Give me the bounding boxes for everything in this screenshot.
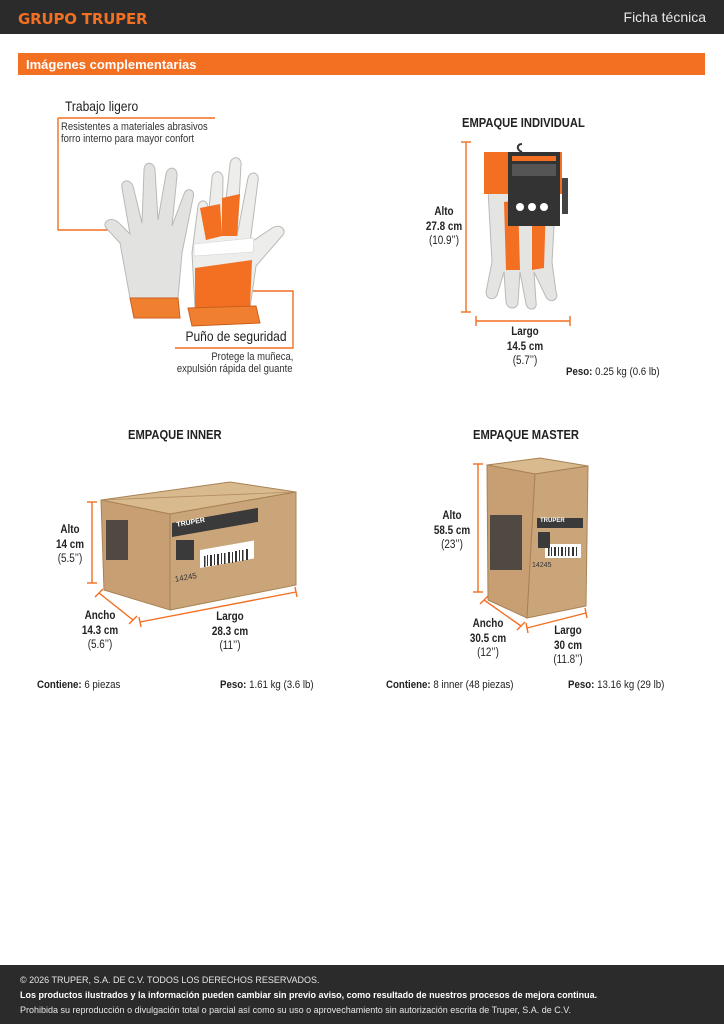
footer-copyright: © 2026 TRUPER, S.A. DE C.V. TODOS LOS DE… bbox=[20, 975, 320, 985]
section-header: Imágenes complementarias bbox=[18, 53, 705, 75]
individual-weight: Peso: 0.25 kg (0.6 lb) bbox=[566, 366, 660, 378]
feature-title-light-work: Trabajo ligero bbox=[65, 98, 139, 114]
footer: © 2026 TRUPER, S.A. DE C.V. TODOS LOS DE… bbox=[0, 965, 724, 1024]
section-title: Imágenes complementarias bbox=[26, 57, 197, 72]
master-weight: Peso: 13.16 kg (29 lb) bbox=[568, 679, 665, 691]
feature-title-safety-cuff: Puño de seguridad bbox=[185, 328, 287, 344]
brand-logo: GRUPO TRUPER bbox=[18, 10, 148, 28]
inner-length-label: Largo 28.3 cm (11’’) bbox=[211, 611, 249, 652]
footer-prohibition: Prohibida su reproducción o divulgación … bbox=[20, 1005, 571, 1015]
gloves-image bbox=[104, 157, 285, 327]
inner-height-label: Alto 14 cm (5.5’’) bbox=[55, 524, 85, 565]
inner-heading: EMPAQUE INNER bbox=[128, 427, 222, 442]
inner-width-label: Ancho 14.3 cm (5.6’’) bbox=[81, 610, 119, 651]
master-box-code: 14245 bbox=[532, 562, 552, 569]
individual-height-label: Alto 27.8 cm (10.9’’) bbox=[425, 206, 463, 247]
inner-weight: Peso: 1.61 kg (3.6 lb) bbox=[220, 679, 314, 691]
feature-desc-light-work-line1: Resistentes a materiales abrasivos bbox=[61, 121, 208, 133]
feature-desc-light-work-line2: forro interno para mayor confort bbox=[61, 133, 195, 145]
individual-length-label: Largo 14.5 cm (5.7’’) bbox=[506, 326, 544, 367]
individual-heading: EMPAQUE INDIVIDUAL bbox=[462, 115, 585, 130]
master-heading: EMPAQUE MASTER bbox=[473, 427, 580, 442]
master-length-label: Largo 30 cm (11.8’’) bbox=[553, 625, 583, 666]
document-title: Ficha técnica bbox=[623, 9, 706, 25]
top-bar: GRUPO TRUPER Ficha técnica bbox=[0, 0, 724, 34]
feature-desc-safety-cuff-line2: expulsión rápida del guante bbox=[177, 363, 293, 375]
master-height-label: Alto 58.5 cm (23’’) bbox=[433, 510, 471, 551]
feature-desc-safety-cuff-line1: Protege la muñeca, bbox=[210, 351, 293, 363]
master-width-label: Ancho 30.5 cm (12’’) bbox=[469, 618, 507, 659]
master-box-brand: TRUPER bbox=[540, 518, 565, 524]
master-contents: Contiene: 8 inner (48 piezas) bbox=[386, 679, 514, 691]
footer-notice: Los productos ilustrados y la informació… bbox=[20, 990, 598, 1000]
individual-package-image bbox=[484, 143, 568, 310]
inner-contents: Contiene: 6 piezas bbox=[37, 679, 121, 691]
